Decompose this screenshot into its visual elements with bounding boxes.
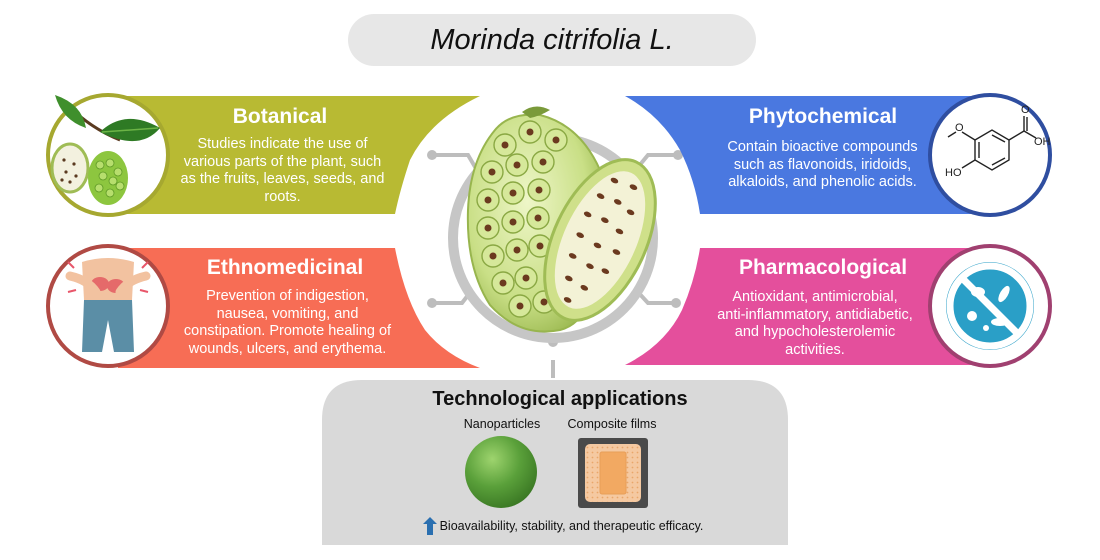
phytochemical-icon-circle <box>928 93 1052 217</box>
arrow-up-icon <box>422 517 437 535</box>
ethnomedicinal-text: Prevention of indigestion, nausea, vomit… <box>183 288 392 357</box>
composite-film-icon <box>578 438 648 508</box>
structure-label-acid: OH <box>1034 136 1051 148</box>
technological-panel <box>322 380 788 545</box>
nanoparticles-label: Nanoparticles <box>463 417 541 431</box>
structure-label-methoxy: O <box>955 122 964 134</box>
botanical-box <box>118 96 480 214</box>
phytochemical-title: Phytochemical <box>748 105 898 128</box>
ethnomedicinal-title: Ethnomedicinal <box>206 256 364 279</box>
pharmacological-box <box>625 248 990 365</box>
nanoparticle-sphere <box>465 436 537 508</box>
pharmacological-text: Antioxidant, antimicrobial, anti-inflamm… <box>717 289 913 358</box>
pharmacological-title: Pharmacological <box>738 256 908 279</box>
phytochemical-text: Contain bioactive compounds such as flav… <box>727 139 918 190</box>
fruit-eye-centers <box>484 128 560 310</box>
vanillic-acid-structure-icon <box>947 116 1037 171</box>
structure-label-carbonyl: O <box>1021 104 1030 116</box>
page-title: Morinda citrifolia L. <box>348 14 756 66</box>
no-bacteria-icon <box>946 262 1034 350</box>
ethnomedicinal-box <box>118 248 480 368</box>
structure-label-hydroxyl: HO <box>945 167 962 179</box>
composite-films-label: Composite films <box>567 417 657 431</box>
noni-plant-icon <box>50 95 160 205</box>
abdominal-pain-icon <box>65 258 151 352</box>
phytochemical-box <box>625 96 990 214</box>
technological-note: Bioavailability, stability, and therapeu… <box>398 516 728 536</box>
noni-fruit-icon <box>466 106 657 333</box>
fruit-cut-half <box>543 158 657 322</box>
botanical-text: Studies indicate the use of various part… <box>180 136 385 205</box>
botanical-title: Botanical <box>232 105 328 128</box>
technological-title: Technological applications <box>432 388 688 410</box>
